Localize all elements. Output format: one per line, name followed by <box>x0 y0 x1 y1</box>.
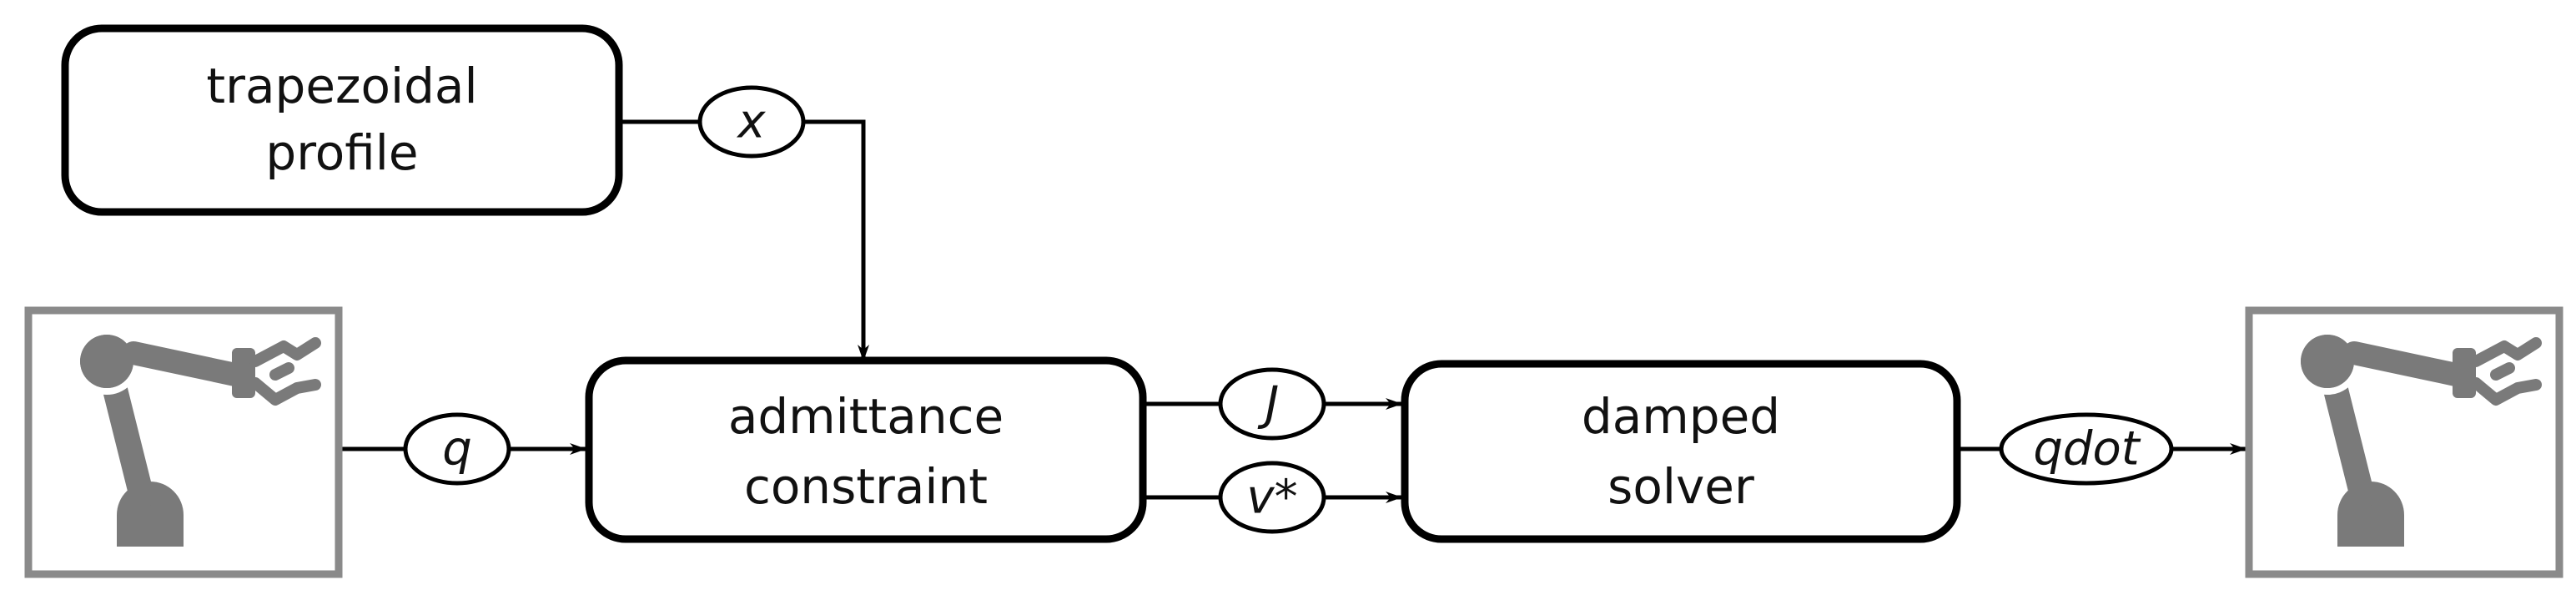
signal-q: q <box>403 412 511 486</box>
block-damped-solver: damped solver <box>1401 360 1961 543</box>
input-robot-frame <box>24 306 343 578</box>
admittance-label-line2: constraint <box>744 458 988 515</box>
signal-x-label: x <box>736 95 766 149</box>
trapezoidal-label-line2: profile <box>265 124 418 181</box>
signal-qdot-label: qdot <box>2033 422 2141 477</box>
signal-vstar: v* <box>1218 461 1326 534</box>
signal-J: J <box>1218 367 1326 441</box>
damped-label-line1: damped <box>1582 388 1780 445</box>
admittance-label-line1: admittance <box>728 388 1004 445</box>
block-admittance-constraint: admittance constraint <box>585 356 1147 543</box>
signal-q-label: q <box>442 422 472 477</box>
signal-x: x <box>697 85 806 159</box>
output-robot-frame <box>2245 306 2563 578</box>
block-trapezoidal-profile: trapezoidal profile <box>61 24 623 216</box>
signal-vstar-label: v* <box>1246 471 1297 525</box>
trapezoidal-label-line1: trapezoidal <box>206 58 477 114</box>
signal-qdot: qdot <box>1999 412 2174 486</box>
wire-x-to-admittance <box>802 119 869 361</box>
damped-label-line2: solver <box>1607 458 1754 515</box>
